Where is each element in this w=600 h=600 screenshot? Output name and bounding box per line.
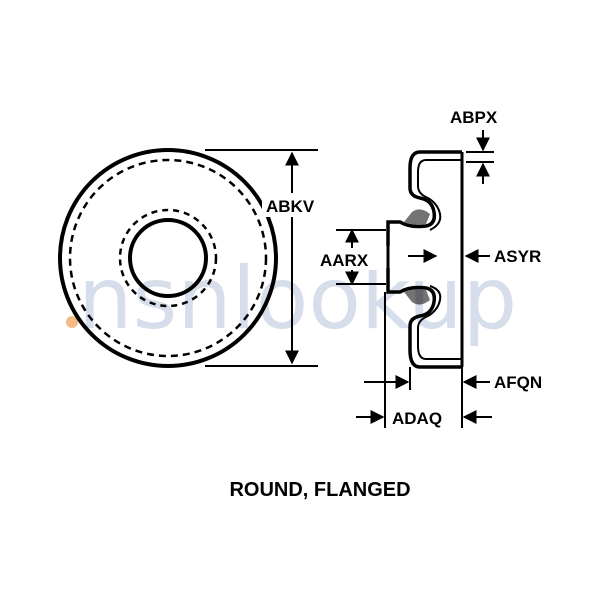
abkv-label: ABKV <box>266 197 315 216</box>
outer-rim-circle <box>58 148 278 368</box>
aarx-label: AARX <box>320 251 369 270</box>
flange-hidden-circle <box>68 158 268 358</box>
diagram-caption: ROUND, FLANGED <box>229 479 410 501</box>
inner-hole-circle <box>128 218 208 298</box>
asyr-label: ASYR <box>494 247 541 266</box>
side-section-view <box>384 150 464 428</box>
upper-profile <box>386 150 462 246</box>
afqn-label: AFQN <box>494 373 542 392</box>
abkv-dimension <box>205 149 318 367</box>
front-view <box>58 148 278 368</box>
aarx-dimension <box>336 228 386 286</box>
lower-profile <box>386 268 462 369</box>
abpx-label: ABPX <box>450 108 498 127</box>
watermark-dot <box>66 316 78 328</box>
upper-inner-profile <box>417 159 462 231</box>
lower-inner-profile <box>417 285 462 360</box>
hub-hidden-circle <box>118 208 218 308</box>
adaq-label: ADAQ <box>392 409 442 428</box>
abpx-dimension <box>466 130 494 184</box>
